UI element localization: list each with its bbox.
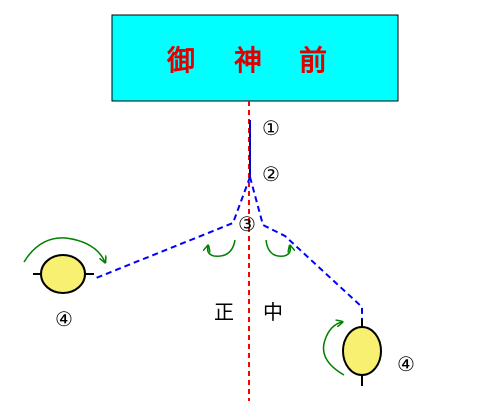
shrine-box: 御 神 前 — [111, 14, 399, 102]
person-right-body — [342, 326, 382, 376]
path-to-right-position — [249, 176, 363, 325]
shrine-char-3: 前 — [299, 44, 327, 77]
center-label-right: 中 — [263, 300, 283, 324]
rotation-arrow-left-small — [208, 239, 236, 257]
center-label-left: 正 — [214, 300, 234, 324]
step-4-left-label: ④ — [55, 307, 73, 331]
shrine-char-1: 御 — [166, 44, 195, 77]
person-right — [342, 319, 382, 386]
step-2-label: ② — [262, 162, 280, 186]
rotation-arrow-right-large — [322, 322, 345, 376]
shrine-rect — [111, 14, 399, 102]
person-left — [33, 254, 94, 294]
step-3-label: ③ — [238, 212, 256, 236]
person-left-body — [40, 254, 86, 294]
step-1-label: ① — [262, 116, 280, 140]
path-to-left-position — [95, 176, 251, 279]
rotation-arrow-left-large — [23, 237, 105, 262]
shrine-char-2: 神 — [234, 44, 262, 77]
rotation-arrow-right-small — [265, 239, 290, 257]
step-4-right-label: ④ — [397, 352, 415, 376]
